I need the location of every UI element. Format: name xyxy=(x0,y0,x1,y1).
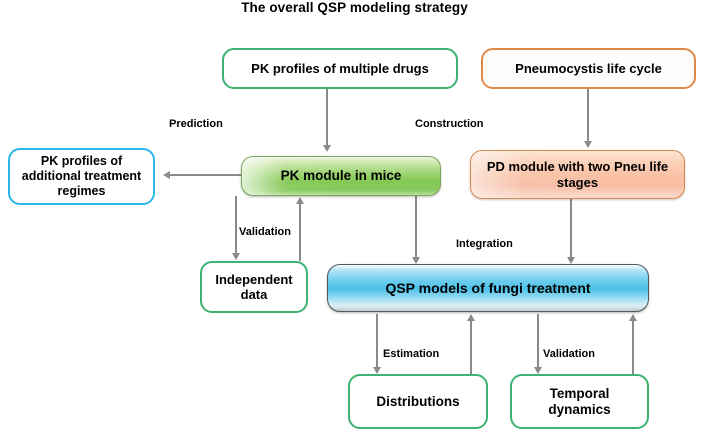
arrowhead-temporaldynamics-to-qsp xyxy=(628,314,637,321)
arrowhead-pkprofiles-to-pkmodule xyxy=(322,145,331,152)
connector-temporaldynamics-to-qsp-up xyxy=(632,320,634,374)
node-pk-profiles-multiple-drugs[interactable]: PK profiles of multiple drugs xyxy=(222,48,458,89)
arrowhead-qsp-to-temporaldynamics xyxy=(533,367,542,374)
connector-pkprofiles-to-pkmodule xyxy=(326,89,328,146)
node-distributions[interactable]: Distributions xyxy=(348,374,488,429)
edge-label-validation-qsp: Validation xyxy=(543,348,595,360)
arrowhead-pneumocystis-to-pdmodule xyxy=(583,141,592,148)
page-title: The overall QSP modeling strategy xyxy=(241,0,468,15)
connector-pdmodule-to-qsp xyxy=(570,199,572,258)
connector-pneumocystis-to-pdmodule xyxy=(587,89,589,142)
edge-label-prediction: Prediction xyxy=(169,118,223,130)
connector-qsp-to-temporaldynamics-down xyxy=(537,314,539,368)
node-pk-profiles-additional-treatment-regimes[interactable]: PK profiles of additional treatment regi… xyxy=(8,148,155,205)
connector-pkmodule-to-independentdata-down xyxy=(235,196,237,254)
node-qsp-models-fungi-treatment[interactable]: QSP models of fungi treatment xyxy=(327,264,649,312)
connector-pkmodule-to-pkadditional xyxy=(168,174,242,176)
node-pk-module-in-mice[interactable]: PK module in mice xyxy=(241,156,441,196)
edge-label-construction: Construction xyxy=(415,118,484,130)
edge-label-validation-pk: Validation xyxy=(239,226,291,238)
node-independent-data[interactable]: Independent data xyxy=(200,261,308,313)
connector-qsp-to-distributions-down xyxy=(376,314,378,368)
edge-label-integration: Integration xyxy=(456,238,513,250)
connector-pkmodule-to-qsp xyxy=(415,196,417,258)
connector-distributions-to-qsp-up xyxy=(470,320,472,374)
arrowhead-pkmodule-to-independentdata xyxy=(231,253,240,260)
arrowhead-qsp-to-distributions xyxy=(372,367,381,374)
arrowhead-pdmodule-to-qsp xyxy=(566,257,575,264)
edge-label-estimation: Estimation xyxy=(383,348,440,360)
arrowhead-distributions-to-qsp xyxy=(466,314,475,321)
node-pd-module-two-pneu-life-stages[interactable]: PD module with two Pneu life stages xyxy=(470,150,685,199)
connector-independentdata-to-pkmodule-up xyxy=(299,203,301,261)
node-pneumocystis-life-cycle[interactable]: Pneumocystis life cycle xyxy=(481,48,696,89)
node-temporal-dynamics[interactable]: Temporal dynamics xyxy=(510,374,649,429)
arrowhead-independentdata-to-pkmodule xyxy=(295,197,304,204)
arrowhead-pkmodule-to-pkadditional xyxy=(163,170,170,179)
arrowhead-pkmodule-to-qsp xyxy=(411,257,420,264)
